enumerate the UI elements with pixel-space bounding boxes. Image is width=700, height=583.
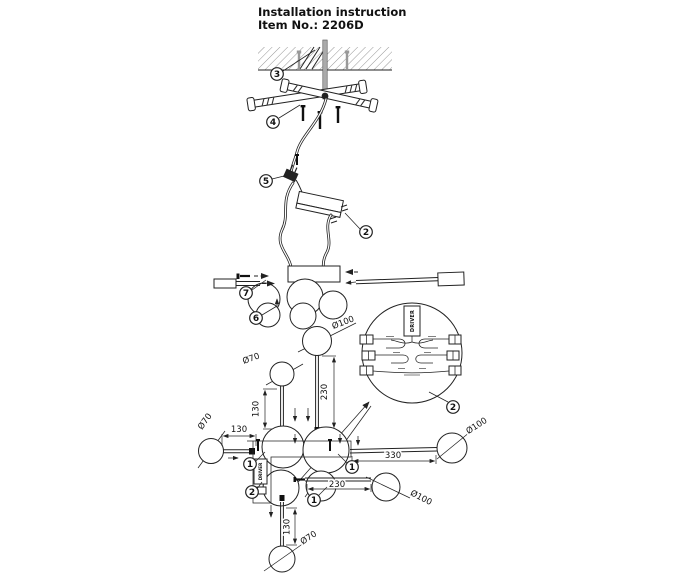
header: Installation instruction Item No.: 2206D xyxy=(258,5,406,32)
fixture-body: DRIVER xyxy=(247,425,352,507)
dim-ball-mid: Ø70 xyxy=(241,350,261,366)
dim-arm-right: 330 xyxy=(385,451,401,461)
callout-5: 5 xyxy=(259,174,285,188)
callout-3-number: 3 xyxy=(274,70,280,80)
callout-7-number: 7 xyxy=(243,289,249,299)
mounting-bracket xyxy=(246,78,379,129)
callout-2-wires-number: 2 xyxy=(363,228,369,238)
dim-ball-right: Ø100 xyxy=(464,415,489,437)
driver-wire-fork xyxy=(390,336,434,344)
callout-2-body-number: 2 xyxy=(249,488,255,498)
dim-arm-lower: 230 xyxy=(329,480,345,490)
callout-3: 3 xyxy=(270,49,316,81)
hanging-wires xyxy=(278,181,349,269)
cable-connector xyxy=(282,154,299,183)
rod-mid-assembly: Ø70 130 xyxy=(240,349,304,434)
callout-4-number: 4 xyxy=(270,118,276,128)
page-title: Installation instruction xyxy=(258,5,406,19)
bracket-bar-1 xyxy=(246,79,368,112)
dim-rod-top: 230 xyxy=(320,384,330,400)
ceiling-anchor-screw-left xyxy=(296,50,302,69)
bracket-center-hub xyxy=(321,92,329,100)
dim-ball-bottom: Ø70 xyxy=(298,529,319,548)
callout-7: 7 xyxy=(239,279,267,300)
callout-6: 6 xyxy=(249,298,280,325)
detail-plugs xyxy=(359,334,462,376)
wire-plug-ticks xyxy=(329,204,349,224)
callout-1-lower-number: 1 xyxy=(311,496,317,506)
bracket-screws xyxy=(300,105,341,129)
wiring-detail-circle: DRIVER 2 xyxy=(359,302,463,414)
callout-1-right: 1 xyxy=(337,453,359,474)
callout-1-left: 1 xyxy=(243,451,266,471)
body-joint-screws xyxy=(256,439,332,501)
dim-arm-left: 130 xyxy=(231,425,247,435)
canopy-insert-right xyxy=(345,269,465,287)
body-driver-label: DRIVER xyxy=(258,462,263,480)
callout-2-detail-number: 2 xyxy=(450,403,456,413)
canopy xyxy=(247,278,348,330)
canopy-insert-left xyxy=(213,273,275,289)
callout-2-body: 2 xyxy=(245,481,263,499)
dim-ball-lower: Ø100 xyxy=(408,488,433,508)
dim-rod-bottom: 130 xyxy=(283,519,293,535)
bracket-bar-2 xyxy=(279,78,379,113)
rod-bottom-assembly: Ø70 130 xyxy=(263,502,320,573)
rod-top-assembly: Ø100 230 xyxy=(297,312,357,434)
driver-box-hanging xyxy=(295,179,344,218)
callout-1-lower: 1 xyxy=(307,486,328,507)
callout-2-wires: 2 xyxy=(344,212,373,239)
dim-rod-mid: 130 xyxy=(252,401,262,417)
ceiling-anchor-screw-right xyxy=(344,50,350,69)
callout-1-right-number: 1 xyxy=(349,463,355,473)
callout-1-left-number: 1 xyxy=(247,460,253,470)
power-cable xyxy=(289,97,328,176)
callout-2-detail: 2 xyxy=(428,391,460,414)
canopy-plate xyxy=(287,265,341,283)
dim-ball-left: Ø70 xyxy=(195,411,214,432)
callout-4: 4 xyxy=(266,104,301,129)
detail-wires xyxy=(372,336,450,376)
detail-driver-label: DRIVER xyxy=(410,310,416,332)
body-bracket xyxy=(247,440,352,504)
ceiling-section xyxy=(258,39,392,100)
callout-6-number: 6 xyxy=(253,314,259,324)
item-number: Item No.: 2206D xyxy=(258,18,364,32)
callout-5-number: 5 xyxy=(263,177,269,187)
arm-right-assembly: Ø100 330 xyxy=(349,414,491,464)
